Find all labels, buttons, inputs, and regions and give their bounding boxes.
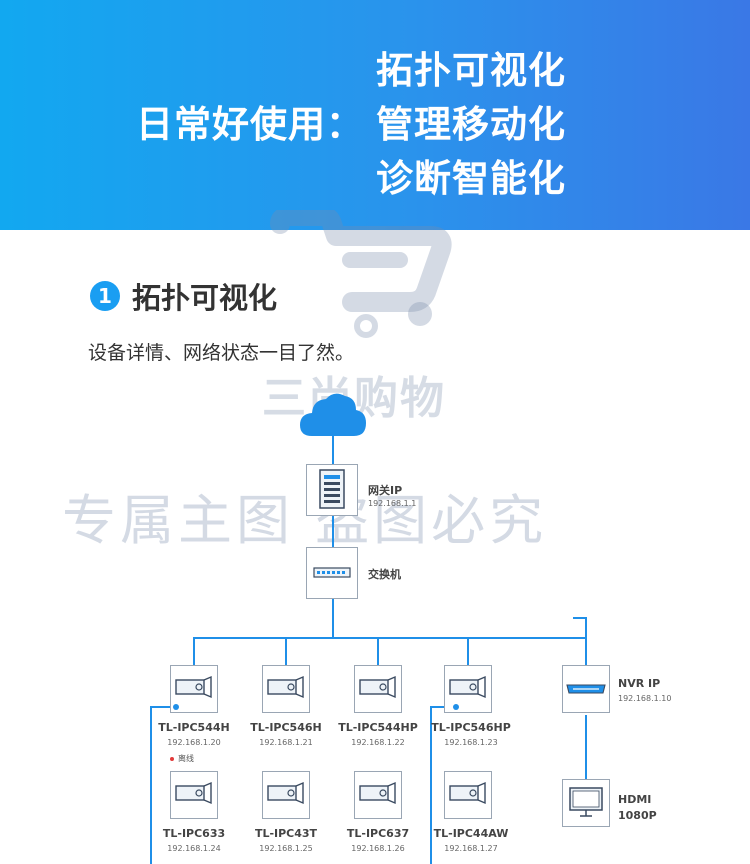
camera-ip-5: 192.168.1.24 <box>167 844 221 853</box>
camera-ip-7: 192.168.1.26 <box>351 844 405 853</box>
wire-left-trunk-2 <box>430 706 432 864</box>
status-dot <box>173 704 179 710</box>
camera-device-5[interactable] <box>170 771 218 819</box>
camera-ip-6: 192.168.1.25 <box>259 844 313 853</box>
camera-device-8[interactable] <box>444 771 492 819</box>
wire-switch-bus <box>332 598 334 638</box>
camera-icon <box>175 675 212 699</box>
camera-device-4[interactable] <box>444 665 492 713</box>
camera-name-8: TL-IPC44AW <box>433 827 509 840</box>
section-title: 拓扑可视化 <box>132 281 278 315</box>
monitor-icon <box>569 787 603 817</box>
camera-name-1: TL-IPC544H <box>158 721 230 734</box>
camera-icon <box>267 675 304 699</box>
switch-device[interactable] <box>306 547 358 599</box>
router-icon <box>319 469 345 509</box>
camera-name-3: TL-IPC544HP <box>338 721 418 734</box>
banner-prefix: 日常好使用： <box>136 103 364 146</box>
cloud-icon <box>300 393 366 436</box>
camera-ip-4: 192.168.1.23 <box>444 738 498 747</box>
wire-bus <box>193 637 585 639</box>
wire-gateway-switch <box>332 514 334 548</box>
wire-cloud-gateway <box>332 434 334 464</box>
banner-line-3: 诊断智能化 <box>376 157 566 200</box>
switch-label: 交换机 <box>368 568 401 581</box>
gateway-ip: 192.168.1.1 <box>368 499 417 508</box>
monitor-line-1: HDMI <box>618 793 652 806</box>
wire-drop-3 <box>377 637 379 665</box>
banner-line-2: 管理移动化 <box>376 103 566 146</box>
wire-drop-nvr <box>585 617 587 665</box>
monitor-line-2: 1080P <box>618 809 657 822</box>
camera-name-4: TL-IPC546HP <box>431 721 511 734</box>
wire-left-trunk-1 <box>150 706 152 864</box>
nvr-label: NVR IP <box>618 677 661 690</box>
wire-drop-1 <box>193 637 195 665</box>
camera-ip-1: 192.168.1.20 <box>167 738 221 747</box>
camera-device-6[interactable] <box>262 771 310 819</box>
camera-name-7: TL-IPC637 <box>346 827 410 840</box>
banner-line-1: 拓扑可视化 <box>376 49 566 92</box>
wire-left-stub-1 <box>150 706 176 708</box>
hero-banner: 日常好使用： 拓扑可视化 管理移动化 诊断智能化 <box>0 0 750 230</box>
wire-left-stub-2 <box>430 706 456 708</box>
camera-ip-3: 192.168.1.22 <box>351 738 405 747</box>
camera-name-5: TL-IPC633 <box>162 827 226 840</box>
nvr-ip: 192.168.1.10 <box>618 694 672 703</box>
camera-icon <box>175 781 212 805</box>
camera-device-2[interactable] <box>262 665 310 713</box>
wire-nvr-corner <box>573 617 587 619</box>
camera-device-3[interactable] <box>354 665 402 713</box>
nvr-icon <box>566 684 606 694</box>
nvr-device[interactable] <box>562 665 610 713</box>
wire-nvr-monitor <box>585 715 587 779</box>
camera-name-2: TL-IPC546H <box>250 721 322 734</box>
camera-name-6: TL-IPC43T <box>254 827 318 840</box>
offline-label: 离线 <box>178 754 194 763</box>
camera-icon <box>359 675 396 699</box>
wire-drop-4 <box>467 637 469 665</box>
camera-ip-8: 192.168.1.27 <box>444 844 498 853</box>
offline-dot <box>170 756 174 761</box>
camera-icon <box>359 781 396 805</box>
camera-ip-2: 192.168.1.21 <box>259 738 313 747</box>
camera-icon <box>267 781 304 805</box>
camera-device-7[interactable] <box>354 771 402 819</box>
monitor-device[interactable] <box>562 779 610 827</box>
gateway-label: 网关IP <box>368 484 403 497</box>
camera-icon <box>449 675 486 699</box>
watermark-cart-icon <box>270 210 452 338</box>
wire-drop-2 <box>285 637 287 665</box>
switch-icon <box>313 567 351 578</box>
camera-icon <box>449 781 486 805</box>
gateway-device[interactable] <box>306 464 358 516</box>
status-dot <box>453 704 459 710</box>
section-number-badge: 1 <box>90 281 120 311</box>
section-description: 设备详情、网络状态一目了然。 <box>88 342 355 364</box>
watermark-notice: 专属主图 盗图必究 <box>62 489 548 552</box>
offline-status: 离线 <box>170 753 194 764</box>
